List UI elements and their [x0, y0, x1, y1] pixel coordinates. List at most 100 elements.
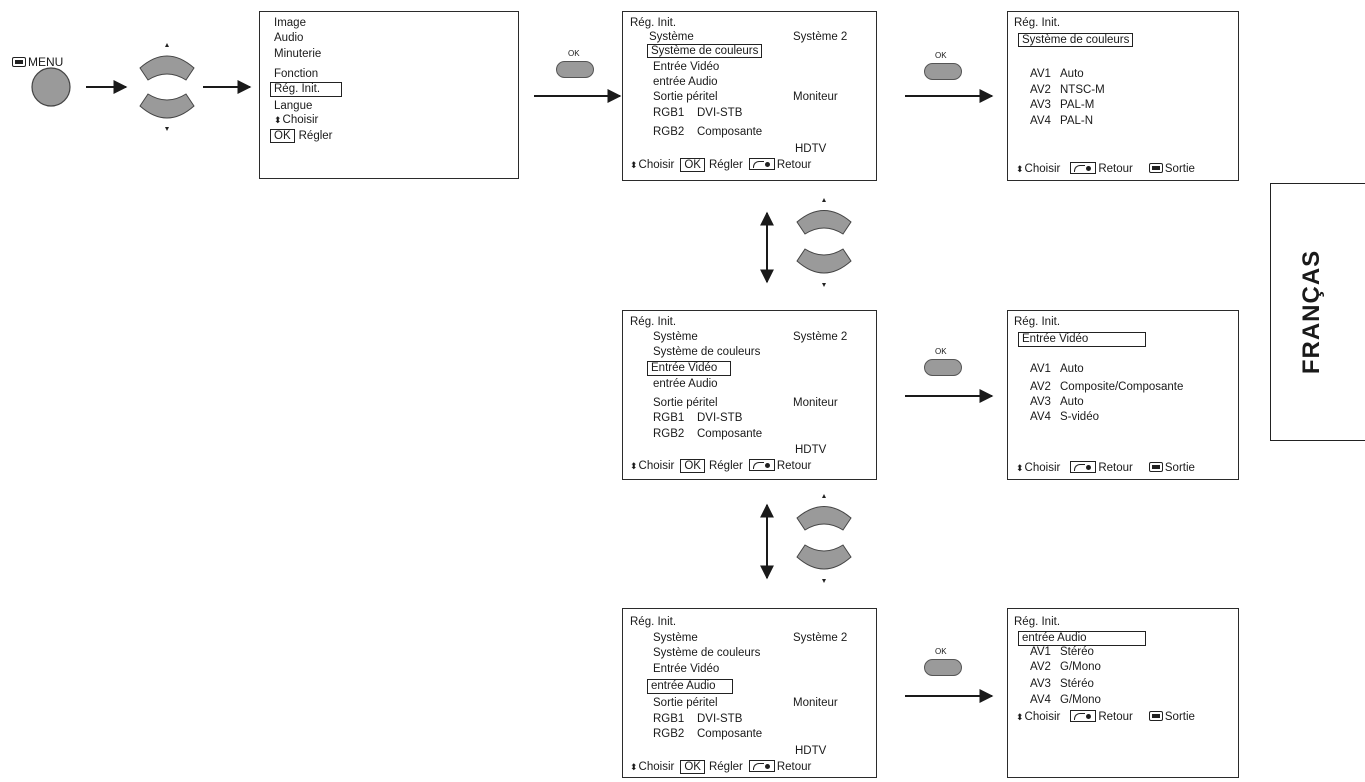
ok-label: OK — [568, 49, 580, 58]
item-rgb2: RGB2 — [653, 126, 685, 138]
rgb1-value: DVI-STB — [697, 107, 743, 119]
av4-value: G/Mono — [1060, 694, 1101, 706]
submenu-heading: entrée Audio — [1018, 631, 1146, 646]
systeme-value: Système 2 — [793, 632, 848, 644]
sortie-value: Moniteur — [793, 91, 838, 103]
rgb1-value: DVI-STB — [697, 713, 743, 725]
av4-value: PAL-N — [1060, 115, 1094, 127]
item-entree-audio: entrée Audio — [653, 378, 718, 390]
hdtv-label: HDTV — [795, 143, 827, 155]
item-rgb1: RGB1 — [653, 107, 685, 119]
systeme-value: Système 2 — [793, 31, 848, 43]
av4-label: AV4 — [1030, 694, 1051, 706]
av4-label: AV4 — [1030, 115, 1051, 127]
av1-label: AV1 — [1030, 363, 1051, 375]
language-tab-label: FRANÇAS — [1298, 249, 1325, 375]
av2-value: NTSC-M — [1060, 84, 1105, 96]
return-icon — [748, 760, 775, 772]
ok-button-icon — [924, 659, 962, 676]
item-entree-audio-selected: entrée Audio — [647, 679, 733, 694]
av3-label: AV3 — [1030, 396, 1051, 408]
hdtv-label: HDTV — [795, 745, 827, 757]
hdtv-label: HDTV — [795, 444, 827, 456]
av4-value: S-vidéo — [1060, 411, 1099, 423]
item-systeme: Système — [653, 632, 698, 644]
ok-label: OK — [935, 51, 947, 60]
item-entree-video-selected: Entrée Vidéo — [647, 361, 731, 376]
menu-icon — [1148, 711, 1163, 721]
item-entree-video: Entrée Vidéo — [653, 663, 720, 675]
hint-choose: ⬍Choisir — [274, 114, 319, 126]
av3-label: AV3 — [1030, 99, 1051, 111]
item-rgb2: RGB2 — [653, 728, 685, 740]
item-systeme: Système — [653, 331, 698, 343]
item-couleurs: Système de couleurs — [653, 647, 761, 659]
menu-icon — [12, 57, 26, 67]
item-sortie: Sortie péritel — [653, 397, 718, 409]
av3-label: AV3 — [1030, 678, 1051, 690]
systeme-value: Système 2 — [793, 331, 848, 343]
av3-value: Stéréo — [1060, 678, 1094, 690]
init-menu-panel: Rég. Init. Système Système 2 Système de … — [622, 608, 877, 778]
item-systeme: Système — [649, 31, 694, 43]
dpad-up-down-icon — [796, 198, 852, 287]
av4-label: AV4 — [1030, 411, 1051, 423]
rgb2-value: Composante — [697, 428, 763, 440]
rgb2-value: Composante — [697, 126, 763, 138]
panel-title: Rég. Init. — [630, 316, 677, 328]
av1-value: Auto — [1060, 363, 1084, 375]
submenu-heading: Système de couleurs — [1018, 33, 1134, 47]
av3-value: Auto — [1060, 396, 1084, 408]
item-entree-audio: entrée Audio — [653, 76, 718, 88]
av1-value: Stéréo — [1060, 646, 1094, 658]
menu-icon — [1148, 462, 1163, 472]
menu-item-fonction: Fonction — [274, 68, 319, 80]
submenu-heading: Entrée Vidéo — [1018, 332, 1146, 347]
av2-label: AV2 — [1030, 381, 1051, 393]
ok-button-icon — [556, 61, 594, 78]
av1-value: Auto — [1060, 68, 1084, 80]
av3-value: PAL-M — [1060, 99, 1095, 111]
item-sortie: Sortie péritel — [653, 91, 718, 103]
audio-submenu-panel: Rég. Init. entrée Audio AV1 Stéréo AV2 G… — [1007, 608, 1239, 778]
couleurs-submenu-panel: Rég. Init. Système de couleurs AV1 Auto … — [1007, 11, 1239, 181]
av2-label: AV2 — [1030, 84, 1051, 96]
ok-button-icon — [924, 359, 962, 376]
ok-button-icon — [924, 63, 962, 80]
sortie-value: Moniteur — [793, 697, 838, 709]
menu-item-reg-init: Rég. Init. — [270, 82, 342, 97]
item-rgb1: RGB1 — [653, 713, 685, 725]
menu-item-langue: Langue — [274, 100, 313, 112]
menu-icon — [1148, 163, 1163, 173]
return-icon — [748, 158, 775, 170]
item-rgb1: RGB1 — [653, 412, 685, 424]
panel-title: Rég. Init. — [1014, 17, 1061, 29]
panel-title: Rég. Init. — [1014, 616, 1061, 628]
main-menu-panel: Image Audio Minuterie Fonction Rég. Init… — [259, 11, 519, 179]
item-couleurs: Système de couleurs — [653, 346, 761, 358]
av1-label: AV1 — [1030, 68, 1051, 80]
init-menu-panel: Rég. Init. Système Système 2 Système de … — [622, 11, 877, 181]
return-icon — [748, 459, 775, 471]
panel-title: Rég. Init. — [1014, 316, 1061, 328]
menu-label: MENU — [12, 56, 63, 69]
ok-label: OK — [935, 647, 947, 656]
return-icon — [1070, 162, 1097, 174]
item-sortie: Sortie péritel — [653, 697, 718, 709]
menu-item-image: Image — [274, 17, 306, 29]
video-submenu-panel: Rég. Init. Entrée Vidéo AV1 Auto AV2 Com… — [1007, 310, 1239, 480]
item-rgb2: RGB2 — [653, 428, 685, 440]
return-icon — [1070, 461, 1097, 473]
sortie-value: Moniteur — [793, 397, 838, 409]
panel-title: Rég. Init. — [630, 616, 677, 628]
menu-item-audio: Audio — [274, 32, 304, 44]
item-couleurs-selected: Système de couleurs — [647, 44, 763, 58]
